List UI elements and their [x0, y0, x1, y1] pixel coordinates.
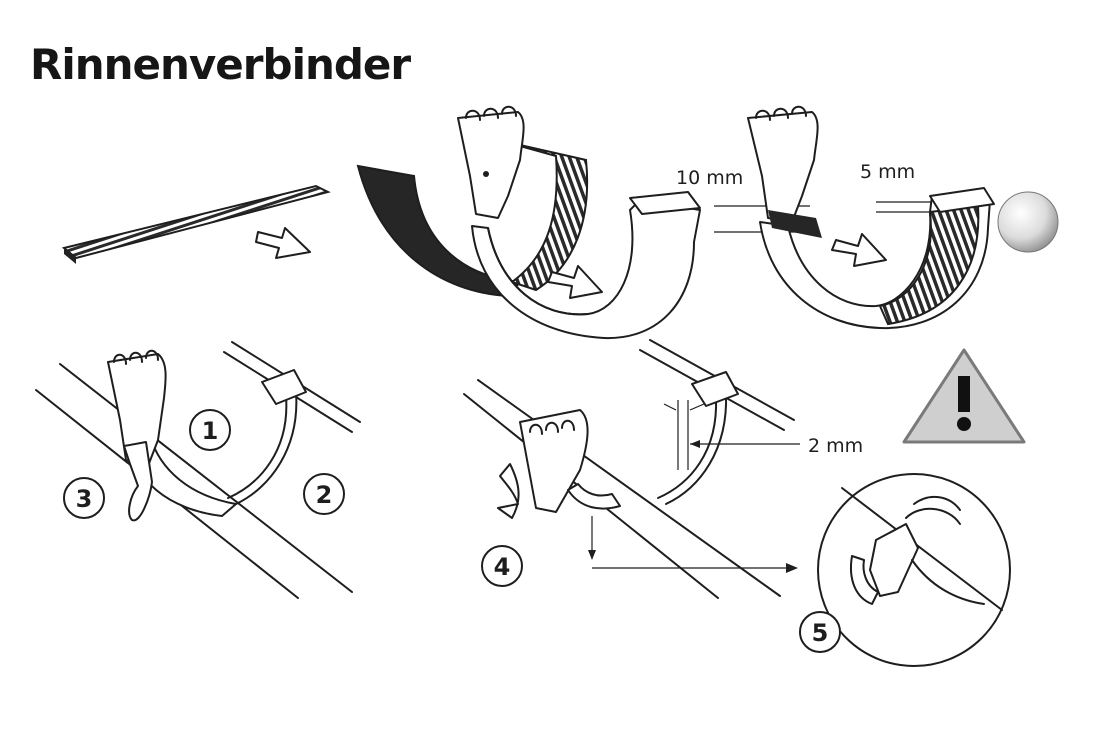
step-badge-1: 1 [189, 409, 231, 451]
step-badge-2: 2 [303, 473, 345, 515]
seal-ball-icon [997, 191, 1059, 253]
svg-text:4: 4 [494, 553, 511, 581]
install-view-left [35, 341, 361, 599]
dimension-label-2mm: 2 mm [808, 435, 863, 457]
gutter-connector-finished [747, 105, 995, 330]
dimension-label-10mm: 10 mm [676, 167, 743, 189]
step-badge-3: 3 [63, 477, 105, 519]
seal-strip [61, 184, 331, 264]
arrow-right-icon [831, 233, 887, 267]
dimension-lines [714, 201, 940, 233]
arrow-right-icon [255, 227, 311, 259]
step-badge-5: 5 [799, 611, 841, 653]
detail-magnifier [817, 473, 1011, 667]
warning-icon [902, 348, 1026, 444]
page-title: Rinnenverbinder [30, 40, 411, 89]
dimension-label-5mm: 5 mm [860, 161, 915, 183]
install-view-middle [463, 339, 800, 599]
arrow-right-icon [547, 265, 603, 299]
svg-text:3: 3 [76, 485, 93, 513]
svg-text:2: 2 [316, 481, 333, 509]
step-badge-4: 4 [481, 545, 523, 587]
svg-text:5: 5 [812, 619, 829, 647]
gutter-connector-with-seal [356, 105, 701, 340]
svg-text:1: 1 [202, 417, 219, 445]
